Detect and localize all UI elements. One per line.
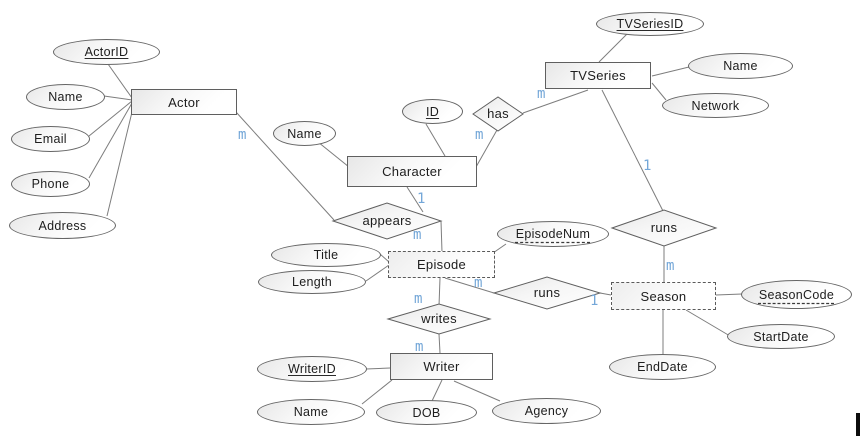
attribute-tvseries-name: Name <box>688 53 793 79</box>
entity-episode-label: Episode <box>416 257 467 272</box>
attribute-writer-dob: DOB <box>376 400 477 425</box>
line-name-actor <box>103 95 133 101</box>
cardinality-runs2-season: 1 <box>590 293 599 309</box>
entity-writer: Writer <box>390 353 493 380</box>
relationship-writes-label: writes <box>421 311 457 326</box>
line-phone-actor <box>88 102 133 179</box>
line-character-has <box>475 129 498 168</box>
attribute-writer-name: Name <box>257 399 365 425</box>
entity-actor-label: Actor <box>168 94 200 110</box>
line-length-episode <box>365 264 390 282</box>
entity-character: Character <box>347 156 477 187</box>
relationship-has-label: has <box>487 106 509 121</box>
attribute-actor-phone: Phone <box>11 171 90 197</box>
attribute-tvseriesid: TVSeriesID <box>596 12 704 36</box>
relationship-diamonds <box>331 96 718 335</box>
relationship-appears-label: appears <box>362 213 412 228</box>
entity-season: Season <box>611 282 716 310</box>
line-tvseriesid-tvseries <box>598 33 628 63</box>
line-tvseries-runs <box>601 89 664 212</box>
line-agency-writer <box>453 380 501 402</box>
edge-artifact-bar <box>856 413 860 436</box>
line-episode-runs2 <box>444 277 495 294</box>
attribute-character-id: ID <box>402 99 463 124</box>
attribute-writer-agency: Agency <box>492 398 601 424</box>
cardinality-runs-tvseries: 1 <box>643 158 652 174</box>
line-episode-writes <box>438 277 441 307</box>
line-writerid-writer <box>365 367 391 370</box>
cardinality-writes-writer: m <box>415 339 424 355</box>
line-runs2-season <box>599 292 612 296</box>
appears-diamond <box>331 202 443 240</box>
line-name-writer <box>361 379 393 405</box>
attribute-actor-email: Email <box>11 126 90 152</box>
line-email-actor <box>88 100 133 137</box>
line-character-appears <box>406 186 424 213</box>
attribute-writerid: WriterID <box>257 356 367 382</box>
relationship-runs-series-label: runs <box>650 220 678 235</box>
line-network-tvseries <box>651 82 667 101</box>
attribute-episodenum: EpisodeNum <box>497 221 609 247</box>
cardinality-appears-episode: m <box>413 227 422 243</box>
line-address-actor <box>106 111 133 217</box>
entity-writer-label: Writer <box>423 359 460 374</box>
line-title-episode <box>379 253 390 263</box>
line-season-startdate <box>685 309 731 337</box>
line-actor-appears <box>235 111 335 221</box>
cardinality-runs2-episode: m <box>474 275 483 291</box>
attribute-actor-address: Address <box>9 212 116 239</box>
runs-episode-diamond <box>492 276 602 310</box>
line-has-tvseries <box>522 89 589 114</box>
entity-season-label: Season <box>640 288 687 304</box>
cardinality-writes-episode: m <box>414 291 423 307</box>
relationship-runs-episode-label: runs <box>533 285 561 300</box>
cardinality-has-character: m <box>475 127 484 143</box>
line-name-tvseries <box>651 66 690 77</box>
entity-episode: Episode <box>388 251 495 278</box>
entity-character-label: Character <box>382 164 442 179</box>
line-appears-episode <box>440 220 443 253</box>
attribute-seasoncode: SeasonCode <box>741 280 852 309</box>
cardinality-runs-season: m <box>666 258 675 274</box>
attribute-episode-length: Length <box>258 270 366 294</box>
line-name-character <box>317 141 350 168</box>
line-dob-writer <box>431 379 443 402</box>
cardinality-has-tvseries: m <box>537 86 546 102</box>
runs-series-diamond <box>610 209 718 247</box>
line-writes-writer <box>438 333 441 354</box>
entity-tvseries: TVSeries <box>545 62 651 89</box>
attribute-actorid: ActorID <box>53 39 160 65</box>
cardinality-appears-actor: m <box>238 127 247 143</box>
attribute-actor-name: Name <box>26 84 105 110</box>
entity-actor: Actor <box>131 89 237 115</box>
has-diamond <box>472 96 524 132</box>
line-actorid-actor <box>107 63 133 99</box>
attribute-tvseries-network: Network <box>662 93 769 118</box>
attribute-episode-title: Title <box>271 243 381 267</box>
attribute-character-name: Name <box>273 121 336 146</box>
attribute-startdate: StartDate <box>727 324 835 349</box>
writes-diamond <box>386 303 492 335</box>
line-id-character <box>425 123 446 157</box>
attribute-enddate: EndDate <box>609 354 716 380</box>
cardinality-appears-character: 1 <box>417 191 426 207</box>
line-season-seasoncode <box>715 293 743 296</box>
connector-lines <box>88 33 743 405</box>
entity-tvseries-label: TVSeries <box>570 68 626 83</box>
